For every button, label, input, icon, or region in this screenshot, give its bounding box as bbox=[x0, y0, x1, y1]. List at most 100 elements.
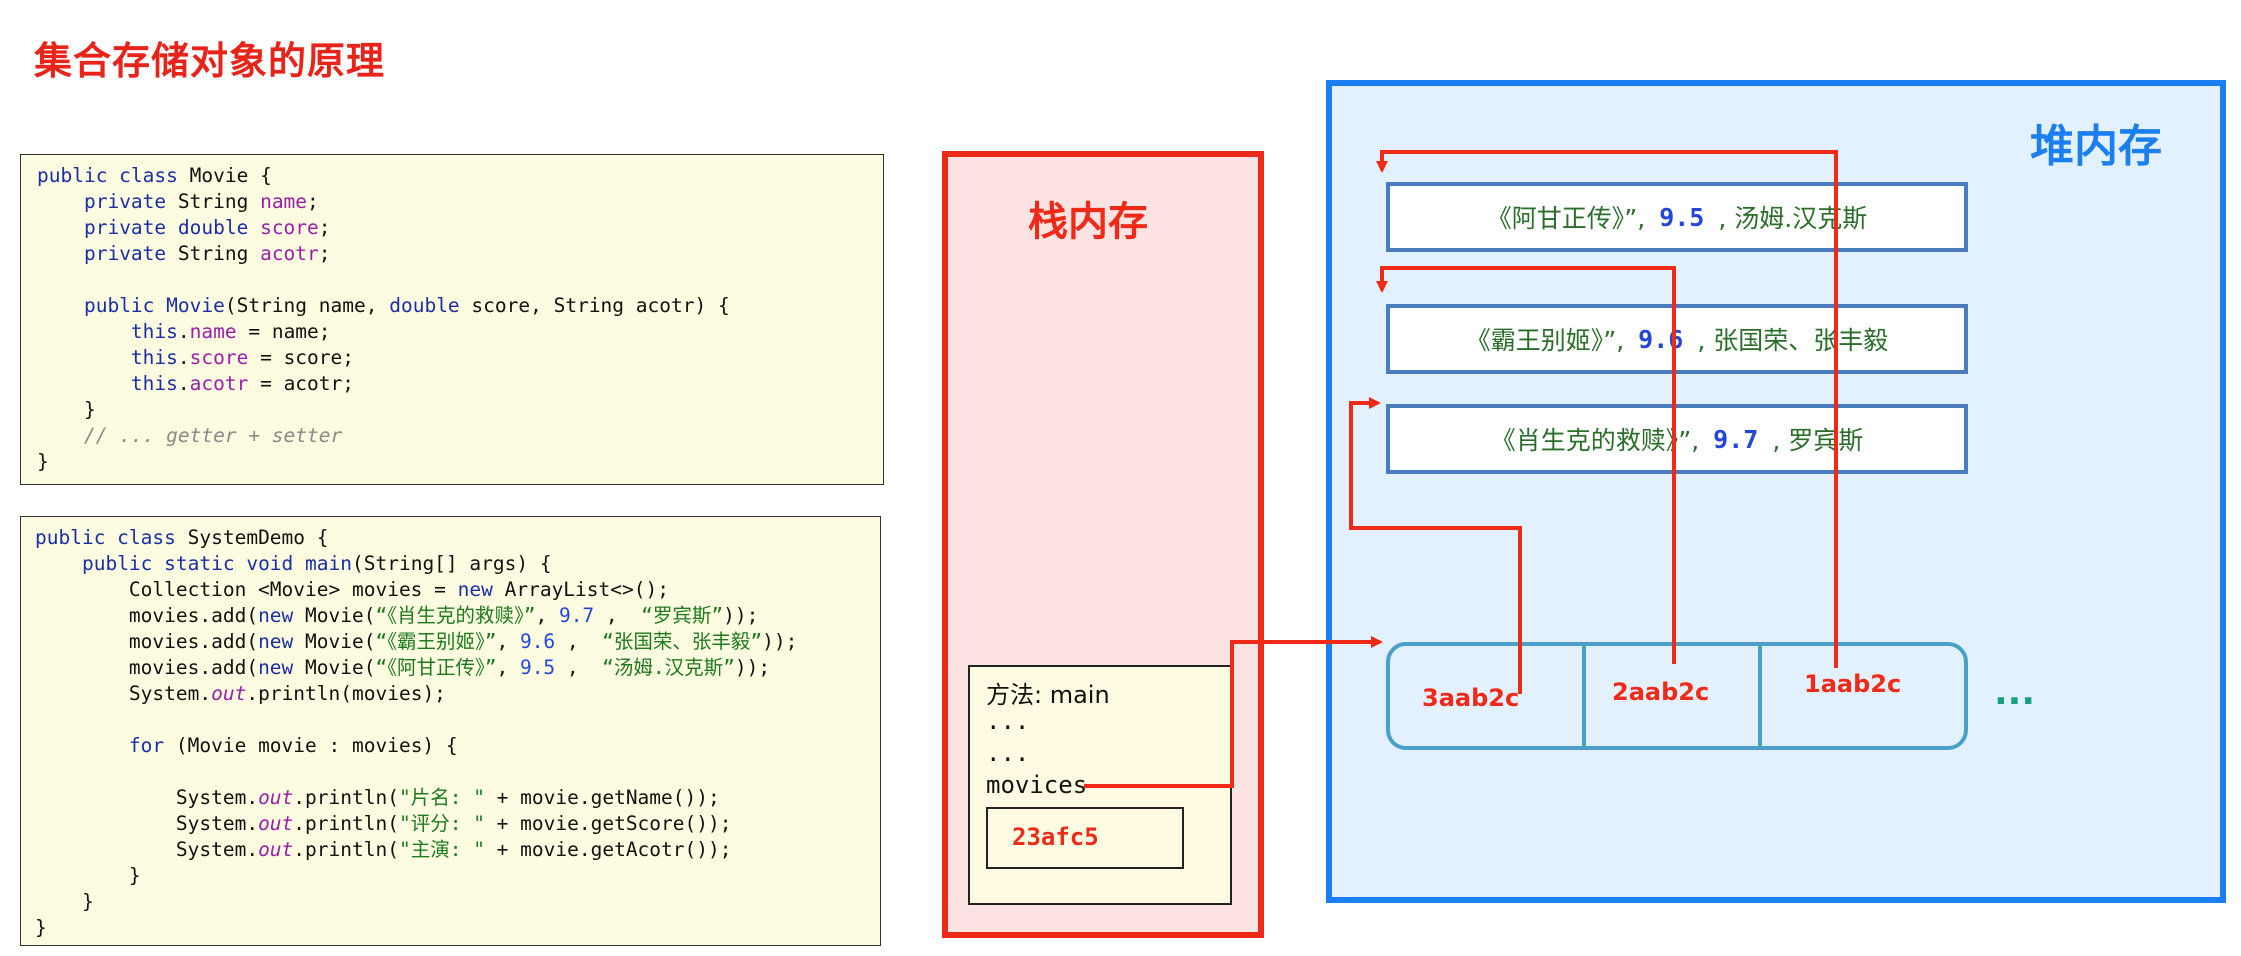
cell-divider bbox=[1582, 646, 1586, 746]
code-token: , bbox=[555, 630, 603, 653]
code-token: 9.5 bbox=[519, 656, 556, 679]
cell-divider bbox=[1758, 646, 1762, 746]
code-line: System.out.println("片名: " + movie.getNam… bbox=[35, 785, 880, 811]
code-token: 9.7 bbox=[558, 604, 595, 627]
movie-name: 《霸王别姬》”, bbox=[1465, 326, 1625, 355]
code-line: } bbox=[37, 397, 883, 423]
code-token: “《肖生克的救赎》” bbox=[375, 604, 536, 627]
code-token: public bbox=[83, 294, 167, 317]
code-token: String bbox=[177, 242, 261, 265]
code-token: .println(movies); bbox=[246, 682, 446, 705]
code-token: } bbox=[37, 398, 96, 421]
stack-memory: 栈内存 方法: main ... ... movices 23afc5 bbox=[942, 151, 1264, 938]
code-token: new bbox=[457, 578, 505, 601]
code-token: this bbox=[130, 346, 178, 369]
code-token: + movie.getName()); bbox=[484, 786, 720, 809]
code-token: "片名: " bbox=[398, 786, 485, 809]
movie-name: 《肖生克的救赎》”, bbox=[1490, 426, 1700, 455]
code-token: name bbox=[260, 190, 308, 213]
code-token: new bbox=[258, 604, 306, 627]
code-line: private double score; bbox=[37, 215, 883, 241]
code-line: } bbox=[35, 889, 880, 915]
code-token: , bbox=[496, 656, 520, 679]
code-token: score bbox=[189, 346, 249, 369]
code-token: Movie { bbox=[189, 164, 272, 187]
code-token: String bbox=[177, 190, 261, 213]
code-token: “《阿甘正传》” bbox=[375, 656, 497, 679]
code-token: out bbox=[258, 786, 294, 809]
code-token: , bbox=[555, 656, 603, 679]
slide-title: 集合存储对象的原理 bbox=[34, 39, 386, 83]
code-token: + movie.getScore()); bbox=[484, 812, 732, 835]
frame-ellipsis-2: ... bbox=[986, 739, 1030, 767]
code-token: } bbox=[35, 916, 47, 939]
code-token: . bbox=[177, 372, 190, 395]
movie-name: 《阿甘正传》”, bbox=[1486, 204, 1646, 233]
arrow-cell1-to-shawshank bbox=[1349, 397, 1522, 694]
code-token: score, String acotr) { bbox=[471, 294, 730, 317]
code-token: out bbox=[258, 838, 294, 861]
code-line: System.out.println("评分: " + movie.getSco… bbox=[35, 811, 880, 837]
code-line: public static void main(String[] args) { bbox=[35, 551, 880, 577]
heap-memory-title: 堆内存 bbox=[2030, 121, 2162, 172]
movie-actor: , 罗宾斯 bbox=[1772, 426, 1864, 455]
code-token: this bbox=[130, 320, 178, 343]
code-token: movies.add( bbox=[35, 656, 259, 679]
code-token: System. bbox=[35, 838, 259, 861]
code-token: out bbox=[211, 682, 247, 705]
code-token: Movie( bbox=[305, 656, 376, 679]
code-line: // ... getter + setter bbox=[37, 423, 883, 449]
code-token: “《霸王别姬》” bbox=[375, 630, 497, 653]
code-token: .println( bbox=[293, 838, 399, 861]
heap-object-forrest-gump: 《阿甘正传》”, 9.5 , 汤姆.汉克斯 bbox=[1386, 182, 1968, 252]
code-token: main bbox=[305, 552, 352, 575]
collection-cell-1: 3aab2c bbox=[1422, 684, 1520, 712]
code-token: Movie bbox=[166, 294, 225, 317]
code-token: ArrayList<>(); bbox=[504, 578, 669, 601]
collection-cell-2: 2aab2c bbox=[1612, 678, 1710, 706]
code-token: ; bbox=[318, 242, 331, 265]
frame-address: 23afc5 bbox=[1012, 823, 1099, 851]
code-token: )); bbox=[723, 604, 759, 627]
code-line: public class SystemDemo { bbox=[35, 525, 880, 551]
code-token: “汤姆.汉克斯” bbox=[602, 656, 735, 679]
code-token: = name; bbox=[236, 320, 331, 343]
heap-memory: 堆内存 《阿甘正传》”, 9.5 , 汤姆.汉克斯 《霸王别姬》”, 9.6 ,… bbox=[1326, 80, 2226, 903]
code-line: public Movie(String name, double score, … bbox=[37, 293, 883, 319]
code-token: “罗宾斯” bbox=[641, 604, 724, 627]
code-line: this.score = score; bbox=[37, 345, 883, 371]
code-token: out bbox=[258, 812, 294, 835]
code-token: new bbox=[258, 656, 306, 679]
code-token: .println( bbox=[293, 786, 399, 809]
code-line: for (Movie movie : movies) { bbox=[35, 733, 880, 759]
movie-score: 9.7 bbox=[1713, 424, 1759, 454]
heap-object-shawshank: 《肖生克的救赎》”, 9.7 , 罗宾斯 bbox=[1386, 404, 1968, 474]
code-token: name bbox=[189, 320, 237, 343]
code-token: } bbox=[35, 864, 141, 887]
code-token: new bbox=[258, 630, 306, 653]
code-token: score bbox=[260, 216, 319, 239]
code-token: , bbox=[594, 604, 642, 627]
frame-variable-movices: movices bbox=[986, 771, 1088, 799]
code-token: 9.6 bbox=[519, 630, 556, 653]
code-token: SystemDemo { bbox=[187, 526, 329, 549]
code-token: System. bbox=[35, 812, 259, 835]
collection-more-ellipsis: ... bbox=[1994, 672, 2036, 713]
code-token: } bbox=[35, 890, 94, 913]
code-line: Collection <Movie> movies = new ArrayLis… bbox=[35, 577, 880, 603]
code-line: System.out.println(movies); bbox=[35, 681, 880, 707]
code-token: public class bbox=[35, 526, 188, 549]
code-token: acotr bbox=[260, 242, 319, 265]
code-token: (String name, bbox=[224, 294, 390, 317]
code-token: public static void bbox=[81, 552, 306, 575]
code-token: movies.add( bbox=[35, 604, 259, 627]
arrow-stack-to-collection bbox=[1084, 636, 1383, 788]
frame-ellipsis-1: ... bbox=[986, 707, 1030, 735]
code-token: "评分: " bbox=[398, 812, 485, 835]
code-token: Movie( bbox=[305, 630, 376, 653]
code-token: . bbox=[177, 320, 190, 343]
movie-actor: , 张国荣、张丰毅 bbox=[1697, 326, 1889, 355]
code-token: ; bbox=[307, 190, 319, 213]
code-token: Collection <Movie> movies = bbox=[35, 578, 458, 601]
collection-storage: 3aab2c 2aab2c 1aab2c bbox=[1386, 642, 1968, 750]
